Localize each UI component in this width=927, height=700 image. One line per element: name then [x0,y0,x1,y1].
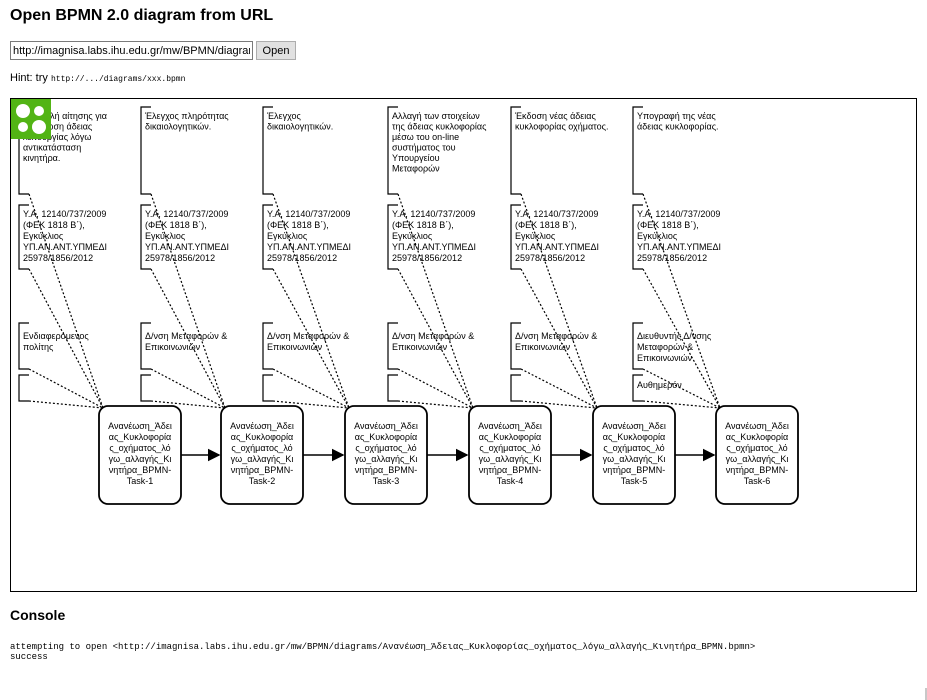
association-line [520,268,598,409]
task-actor: Δ/νση Μεταφορών &Επικοινωνιών [392,331,474,352]
association-line [520,400,598,409]
legal-reference-bracket [262,204,273,270]
hint: Hint: try http://.../diagrams/xxx.bpmn [10,72,185,84]
legal-reference: Υ.Α. 12140/737/2009(ΦΕΚ 1818 Β΄),Εγκύκλι… [145,209,229,263]
actor-bracket [140,322,151,370]
description-bracket [140,106,151,195]
actor-bracket [510,322,521,370]
actor-bracket [262,322,273,370]
association-line [28,368,104,409]
association-line [520,193,598,409]
task-extra-note: Αυθημερόν [637,380,682,390]
association-line [28,400,104,409]
association-line [272,268,350,409]
actor-bracket [387,322,398,370]
association-line [642,400,721,409]
task-actor: Δ/νση Μεταφορών &Επικοινωνιών [145,331,227,352]
association-line [150,193,226,409]
association-line [150,368,226,409]
task-actor: Δ/νση Μεταφορών &Επικοινωνιών [267,331,349,352]
hint-example: http://.../diagrams/xxx.bpmn [50,75,186,84]
hint-label: Hint: try [10,72,48,84]
console-line-open: attempting to open <http://imagnisa.labs… [10,642,756,652]
association-line [642,268,721,409]
console-title: Console [10,607,66,623]
legal-reference-bracket [632,204,643,270]
association-line [272,193,350,409]
legal-reference: Υ.Α. 12140/737/2009(ΦΕΚ 1818 Β΄),Εγκύκλι… [637,209,721,263]
console-output: attempting to open <http://imagnisa.labs… [10,642,755,662]
task-box [715,405,799,505]
legal-reference-bracket [510,204,521,270]
bpmn-io-logo-icon[interactable] [11,99,51,139]
legal-reference-bracket [387,204,398,270]
extra-bracket [510,374,521,402]
scroll-indicator-icon [925,688,927,700]
url-input[interactable] [10,41,253,60]
association-line [28,193,104,409]
extra-bracket [632,374,643,402]
extra-bracket [18,374,29,402]
open-button[interactable]: Open [256,41,296,60]
association-line [642,193,721,409]
association-line [150,400,226,409]
extra-bracket [140,374,151,402]
legal-reference: Υ.Α. 12140/737/2009(ΦΕΚ 1818 Β΄),Εγκύκλι… [515,209,599,263]
actor-bracket [632,322,643,370]
task-actor: Δ/νση Μεταφορών &Επικοινωνιών [515,331,597,352]
actor-bracket [18,322,29,370]
legal-reference: Υ.Α. 12140/737/2009(ΦΕΚ 1818 Β΄),Εγκύκλι… [392,209,476,263]
legal-reference: Υ.Α. 12140/737/2009(ΦΕΚ 1818 Β΄),Εγκύκλι… [267,209,351,263]
extra-bracket [387,374,398,402]
association-line [397,193,474,409]
description-bracket [632,106,643,195]
association-line [397,400,474,409]
legal-reference-bracket [140,204,151,270]
console-line-status: success [10,652,48,662]
description-bracket [510,106,521,195]
legal-reference: Υ.Α. 12140/737/2009(ΦΕΚ 1818 Β΄),Εγκύκλι… [23,209,107,263]
extra-bracket [262,374,273,402]
association-line [397,368,474,409]
association-line [272,400,350,409]
page-title: Open BPMN 2.0 diagram from URL [10,7,274,24]
description-bracket [262,106,273,195]
legal-reference-bracket [18,204,29,270]
description-bracket [387,106,398,195]
